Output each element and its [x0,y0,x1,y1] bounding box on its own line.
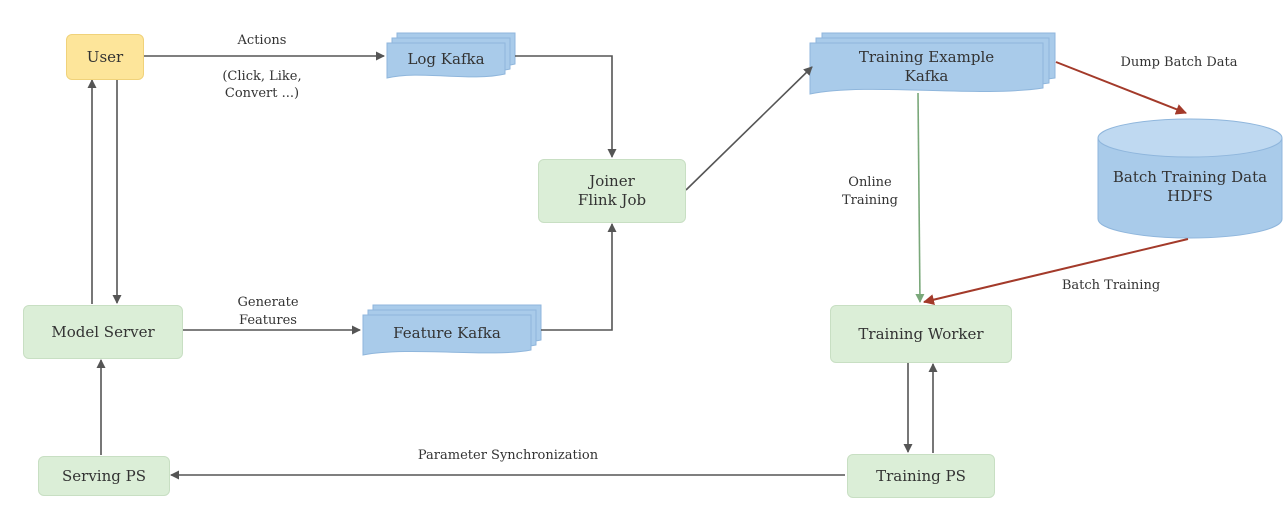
feature-kafka-label: Feature Kafka [393,323,501,342]
log-kafka-label: Log Kafka [407,49,485,68]
log-kafka-node: Log Kafka [387,43,505,75]
joiner-label-1: Joiner [589,172,635,190]
parameter-sync-label: Parameter Synchronization [417,448,599,463]
joiner-flink-job-node: Joiner Flink Job [538,159,686,223]
training-example-kafka-label-2: Kafka [904,67,949,85]
edge-dump-batch-data [1055,61,1187,115]
edge-joiner-to-training-kafka [685,66,813,191]
batch-training-data-cylinder [1097,118,1283,239]
model-server-node: Model Server [23,305,183,359]
training-worker-node: Training Worker [830,305,1012,363]
user-node: User [66,34,144,80]
batch-training-data-node: Batch Training Data HDFS [1098,165,1282,209]
actions-detail-label-1: (Click, Like, [222,69,302,84]
training-worker-label: Training Worker [858,324,984,343]
actions-label: Actions [237,33,287,48]
serving-ps-node: Serving PS [38,456,170,496]
dump-batch-data-label: Dump Batch Data [1120,55,1238,70]
training-ps-label: Training PS [876,466,966,485]
online-training-label-1: Online [848,175,892,190]
feature-kafka-node: Feature Kafka [363,316,531,350]
generate-features-label-1: Generate [237,295,299,310]
batch-data-label-2: HDFS [1167,187,1213,205]
batch-training-label: Batch Training [1061,278,1161,293]
edge-log-kafka-to-joiner [515,55,617,158]
training-example-kafka-node: Training Example Kafka [810,45,1043,89]
generate-features-label-2: Features [239,313,297,328]
user-label: User [86,47,124,66]
training-example-kafka-label-1: Training Example [858,48,995,66]
log-kafka-stack [386,32,516,79]
feature-kafka-stack [362,304,542,356]
edge-feature-kafka-to-joiner [541,223,617,331]
model-server-label: Model Server [51,322,155,341]
edge-online-training [915,92,925,303]
training-example-kafka-stack [809,32,1056,95]
batch-data-label-1: Batch Training Data [1112,168,1268,186]
actions-detail-label-2: Convert ...) [224,86,300,101]
training-ps-node: Training PS [847,454,995,498]
serving-ps-label: Serving PS [62,466,146,485]
joiner-label-2: Flink Job [577,191,647,209]
online-training-label-2: Training [841,193,899,208]
edge-batch-training [923,238,1189,306]
